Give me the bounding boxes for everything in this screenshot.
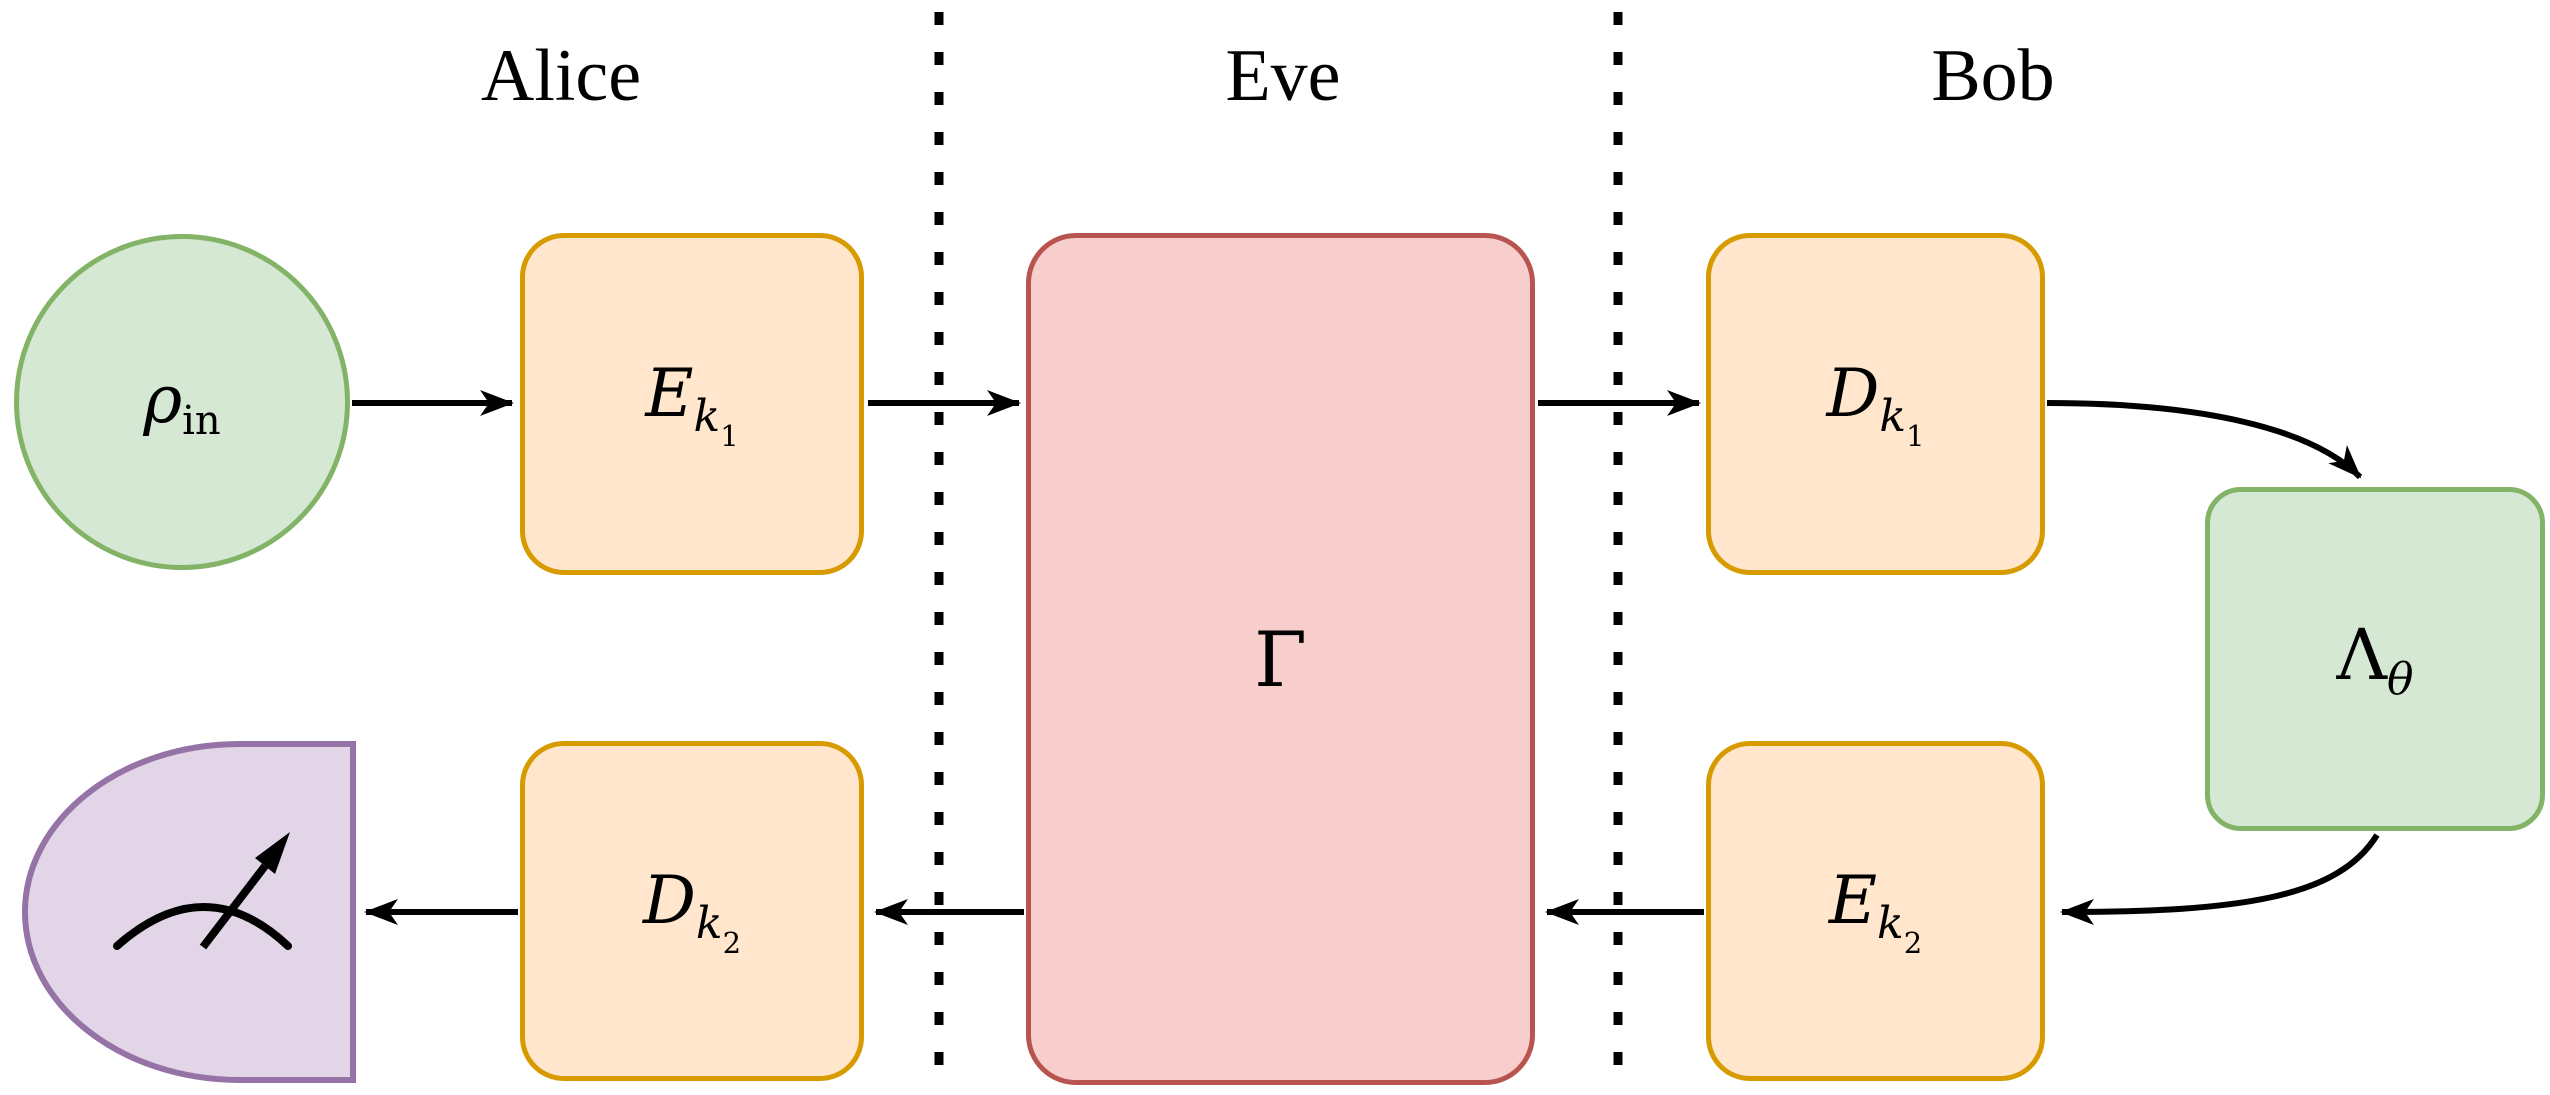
label-rho-in-subscript: in	[182, 397, 221, 444]
label-enc-k2: Ek2	[1828, 862, 1923, 960]
node-encryption-k2: Ek2	[1706, 741, 2045, 1081]
gauge-needle-icon	[113, 832, 292, 950]
column-header-alice: Alice	[480, 35, 642, 117]
node-lambda-theta: Λθ	[2205, 487, 2545, 831]
node-input-state: ρin	[14, 234, 350, 570]
node-encryption-k1: Ek1	[520, 233, 864, 575]
label-enc-k1: Ek1	[645, 355, 739, 453]
label-dec-k2: Dk2	[642, 862, 742, 960]
column-header-eve: Eve	[1225, 35, 1341, 117]
label-lambda-theta: Λθ	[2336, 613, 2414, 705]
column-header-bob: Bob	[1931, 35, 2055, 117]
label-rho-in: ρin	[143, 360, 221, 444]
label-dec-k1: Dk1	[1826, 355, 1925, 453]
node-decryption-k2: Dk2	[520, 741, 864, 1081]
node-decryption-k1: Dk1	[1706, 233, 2045, 575]
node-eve-channel: Γ	[1026, 233, 1535, 1085]
arrow-dec1-to-lambda	[2046, 400, 2363, 480]
arrow-lambda-to-enc2	[2060, 833, 2380, 925]
label-gamma: Γ	[1254, 614, 1307, 704]
